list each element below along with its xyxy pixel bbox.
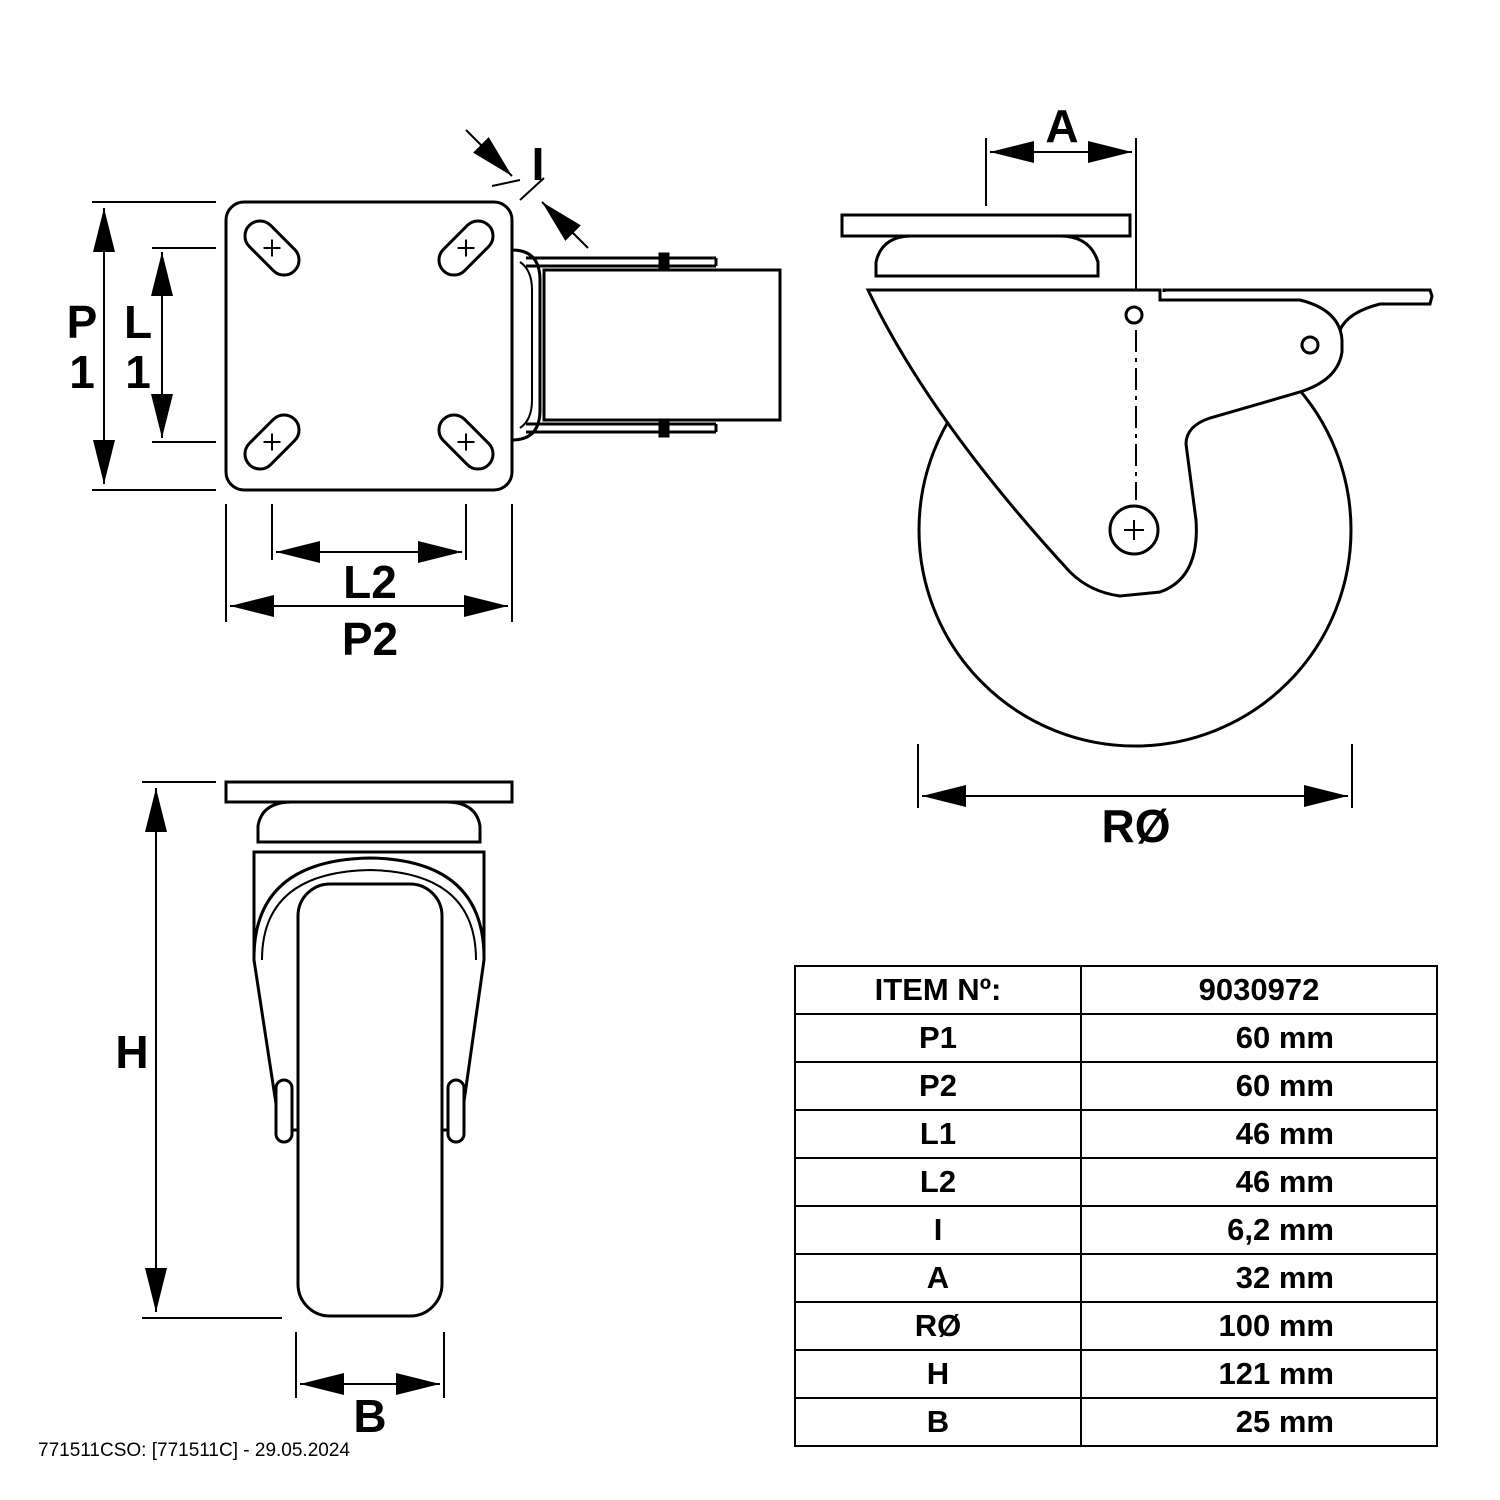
- mounting-holes: [243, 219, 495, 471]
- mounting-plate: [224, 200, 514, 492]
- side-plate: [840, 213, 1132, 238]
- fork-top: [511, 248, 542, 442]
- table-row: L2 46 mm: [794, 1157, 1438, 1207]
- table-key: P2: [794, 1061, 1082, 1111]
- table-key: L1: [794, 1109, 1082, 1159]
- label-i: I: [532, 138, 545, 190]
- table-row: B 25 mm: [794, 1397, 1438, 1447]
- table-value: 25 mm: [1235, 1404, 1334, 1439]
- label-p2: P2: [342, 613, 398, 665]
- drawing-reference-footer: 771511CSO: [771511C] - 29.05.2024: [38, 1440, 350, 1461]
- front-view-dimensions: [142, 781, 445, 1398]
- table-value: 46 mm: [1235, 1116, 1334, 1151]
- front-view: [224, 780, 514, 1318]
- front-plate: [224, 780, 514, 804]
- table-row: P2 60 mm: [794, 1061, 1438, 1111]
- table-header-value: 9030972: [1080, 965, 1438, 1015]
- table-row: P1 60 mm: [794, 1013, 1438, 1063]
- spec-table: ITEM Nº: 9030972 P1 60 mm P2 60 mm L1 46…: [794, 965, 1438, 1447]
- label-l1-letter: L: [124, 296, 152, 348]
- table-value: 6,2 mm: [1227, 1212, 1334, 1247]
- label-h: H: [115, 1026, 148, 1078]
- table-value: 100 mm: [1218, 1308, 1334, 1343]
- label-p1-number: 1: [69, 346, 95, 398]
- fork-body-side: [865, 288, 1344, 598]
- table-value: 121 mm: [1218, 1356, 1334, 1391]
- side-view-dimensions: [917, 138, 1353, 808]
- table-row: A 32 mm: [794, 1253, 1438, 1303]
- table-key: RØ: [794, 1301, 1082, 1351]
- swivel-head-front: [256, 800, 482, 844]
- table-key: L2: [794, 1157, 1082, 1207]
- label-b: B: [353, 1390, 386, 1442]
- table-value: 46 mm: [1235, 1164, 1334, 1199]
- table-key: H: [794, 1349, 1082, 1399]
- table-key: B: [794, 1397, 1082, 1447]
- swivel-head-side: [874, 234, 1100, 278]
- brake-pivot: [1124, 305, 1144, 325]
- label-l2: L2: [343, 556, 397, 608]
- axle-side: [1108, 504, 1160, 556]
- wheel-front: [296, 882, 444, 1318]
- table-key: P1: [794, 1013, 1082, 1063]
- table-row: I 6,2 mm: [794, 1205, 1438, 1255]
- label-p1-letter: P: [67, 296, 98, 348]
- table-key: I: [794, 1205, 1082, 1255]
- label-r-diameter: RØ: [1102, 800, 1171, 852]
- side-view: [840, 213, 1434, 748]
- label-a: A: [1045, 100, 1078, 152]
- table-key: A: [794, 1253, 1082, 1303]
- table-row: H 121 mm: [794, 1349, 1438, 1399]
- table-value: 60 mm: [1235, 1020, 1334, 1055]
- table-row: L1 46 mm: [794, 1109, 1438, 1159]
- label-l1-number: 1: [125, 346, 151, 398]
- table-row: RØ 100 mm: [794, 1301, 1438, 1351]
- top-view: [224, 200, 782, 492]
- table-value: 60 mm: [1235, 1068, 1334, 1103]
- table-header-row: ITEM Nº: 9030972: [794, 965, 1438, 1015]
- brake-lever-side: [1162, 288, 1434, 331]
- brake-pedal-top: [542, 268, 782, 422]
- table-header-key: ITEM Nº:: [794, 965, 1082, 1015]
- top-view-dimensions: [92, 129, 589, 622]
- table-value: 32 mm: [1235, 1260, 1334, 1295]
